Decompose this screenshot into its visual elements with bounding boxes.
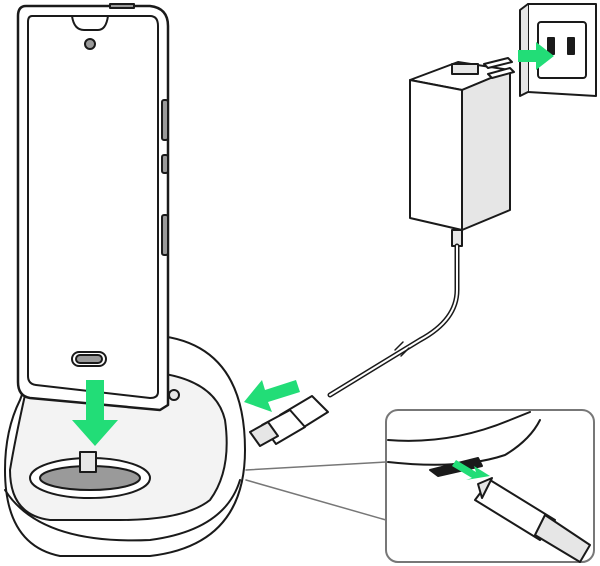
wall-outlet-icon (519, 3, 597, 97)
inset-detail (385, 409, 595, 563)
charging-cradle-icon (4, 334, 246, 557)
cable (327, 243, 460, 398)
smartphone-icon (16, 3, 180, 412)
usb-c-plug-icon (249, 395, 329, 447)
arrow-right-icon (518, 42, 554, 70)
arrow-left-icon (244, 380, 300, 412)
ac-adapter-icon (409, 57, 515, 247)
callout-line (245, 461, 387, 521)
arrow-inset-icon (452, 460, 490, 480)
arrow-down-icon (72, 380, 118, 446)
